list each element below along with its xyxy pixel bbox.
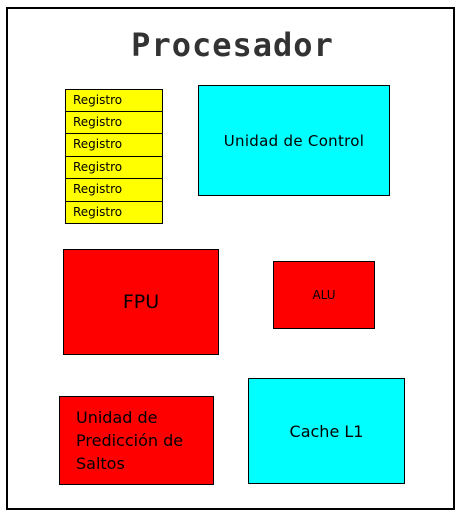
- register-2: Registro: [65, 111, 163, 134]
- fpu-box: FPU: [63, 249, 219, 355]
- cache-l1-box: Cache L1: [248, 378, 405, 484]
- register-5: Registro: [65, 179, 163, 202]
- register-stack: Registro Registro Registro Registro Regi…: [65, 89, 163, 224]
- branch-prediction-label: Unidad de Predicción de Saltos: [76, 408, 184, 473]
- register-4: Registro: [65, 156, 163, 179]
- control-unit-box: Unidad de Control: [198, 85, 390, 196]
- register-6: Registro: [65, 201, 163, 224]
- processor-frame: [6, 7, 455, 510]
- alu-label: ALU: [312, 288, 336, 302]
- diagram-title: Procesador: [131, 26, 334, 64]
- control-unit-label: Unidad de Control: [223, 131, 365, 150]
- register-3: Registro: [65, 134, 163, 157]
- cache-l1-label: Cache L1: [289, 421, 364, 441]
- branch-prediction-box: Unidad de Predicción de Saltos: [59, 396, 214, 485]
- alu-box: ALU: [273, 261, 375, 329]
- register-1: Registro: [65, 89, 163, 112]
- fpu-label: FPU: [122, 291, 160, 313]
